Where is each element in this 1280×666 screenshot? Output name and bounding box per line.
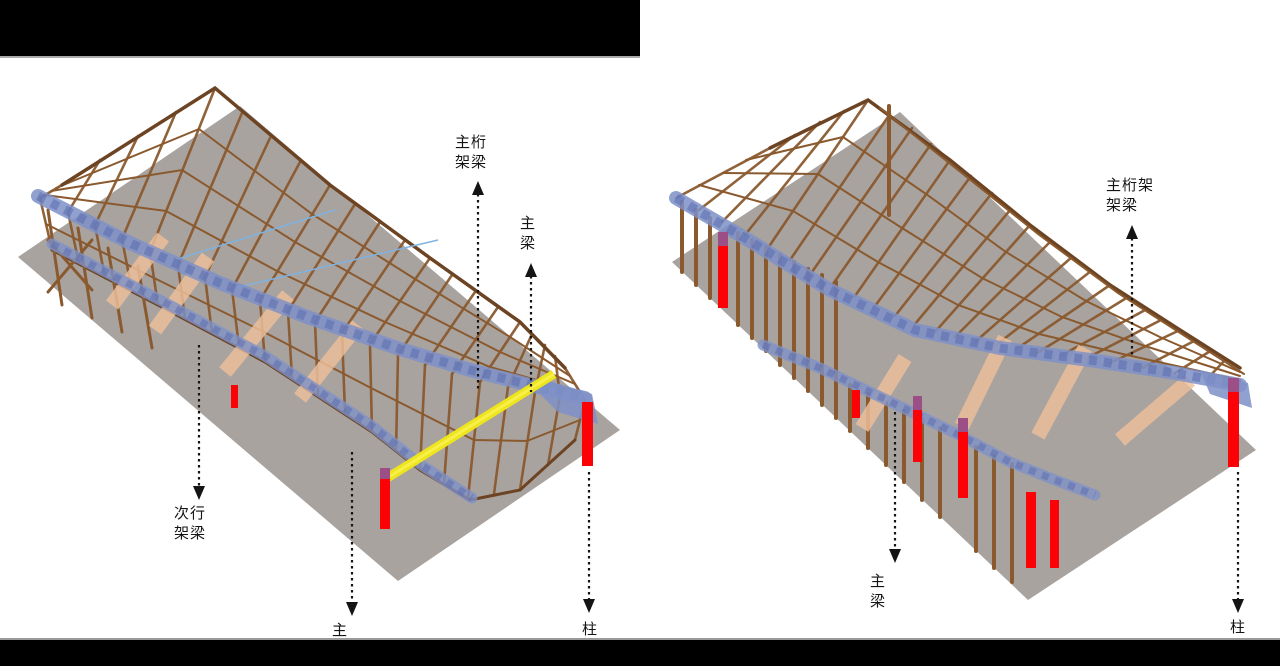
label-left-secondary-truss: 次行 架梁	[174, 505, 207, 542]
annotation-arrows	[193, 181, 1244, 616]
label-left-main-beam-upper: 主 梁	[520, 215, 537, 252]
arrowhead-down-icon	[889, 549, 901, 563]
label-left-column: 柱	[582, 621, 599, 638]
right-timber-roof-lattice	[674, 97, 1245, 584]
arrowhead-up-icon	[472, 181, 484, 195]
label-left-main-beam-lower: 主	[332, 622, 349, 639]
label-right-main-truss-girder: 主桁架 架梁	[1106, 177, 1155, 214]
arrowhead-down-icon	[346, 602, 358, 616]
arrowhead-up-icon	[525, 263, 537, 277]
arrowhead-down-icon	[1232, 599, 1244, 613]
label-right-main-beam: 主 梁	[870, 573, 887, 610]
arrowhead-up-icon	[1126, 225, 1138, 239]
label-left-main-truss-girder: 主桁 架梁	[455, 134, 488, 171]
right-highlighted-columns	[718, 232, 1239, 568]
right-main-beam-band	[757, 339, 1101, 501]
left-highlighted-columns	[231, 385, 593, 529]
arrowhead-down-icon	[193, 486, 205, 500]
right-ground-shadow	[672, 112, 1256, 600]
left-highlighted-beam	[381, 370, 557, 484]
left-main-beam-band	[46, 238, 478, 504]
label-right-column: 柱	[1230, 619, 1247, 636]
bottom-black-bar	[0, 638, 1280, 666]
top-left-black-bar	[0, 0, 640, 58]
left-ground-shadow	[18, 106, 620, 581]
left-cable-lines	[167, 209, 439, 289]
arrowhead-down-icon	[583, 599, 595, 613]
